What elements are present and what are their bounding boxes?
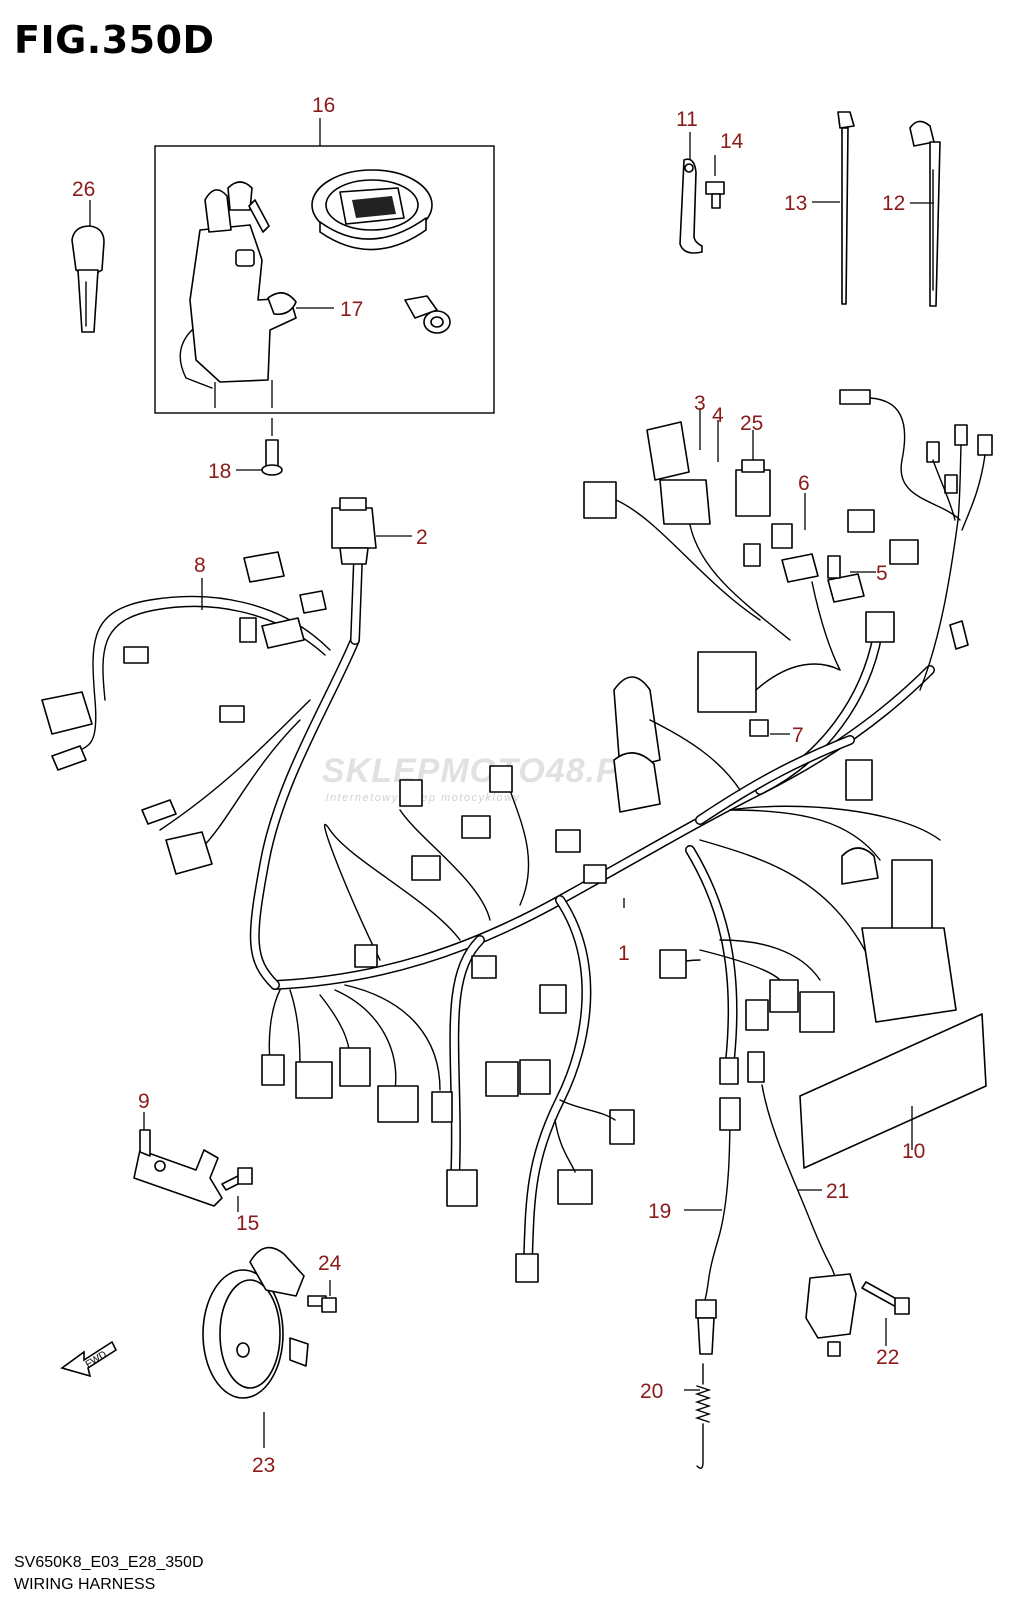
cable-tie-12-part[interactable] — [909, 120, 941, 307]
callout-24: 24 — [318, 1252, 342, 1275]
callout-21: 21 — [826, 1180, 849, 1203]
callout-7: 7 — [792, 724, 804, 747]
horn-23-part[interactable] — [202, 1246, 309, 1448]
lock-cylinder-part[interactable] — [404, 295, 451, 334]
bolt-18-part[interactable] — [261, 418, 283, 476]
figure-code: SV650K8_E03_E28_350D — [14, 1554, 204, 1571]
callout-4: 4 — [712, 404, 724, 427]
key-part[interactable] — [71, 225, 105, 333]
switch-21-part[interactable] — [761, 1084, 857, 1357]
callout-2: 2 — [416, 526, 428, 549]
callout-8: 8 — [194, 554, 206, 577]
clamp-11-part[interactable] — [679, 158, 703, 254]
ignition-switch-part[interactable] — [179, 181, 297, 408]
wiring-harness-part[interactable] — [249, 497, 935, 1265]
callout-9: 9 — [138, 1090, 150, 1113]
fuel-cap-part[interactable] — [311, 169, 433, 251]
callout-18: 18 — [208, 460, 231, 483]
sensor-19-part[interactable] — [695, 1097, 741, 1355]
lock-set-group-box — [154, 145, 495, 414]
center-connectors-part[interactable] — [323, 676, 741, 979]
right-lower-connectors-part[interactable] — [659, 805, 957, 1085]
leader-lines — [89, 118, 934, 1391]
callout-6: 6 — [798, 472, 810, 495]
callout-labels: 16 26 17 18 11 14 13 12 3 4 25 6 5 7 2 8… — [72, 94, 925, 1477]
callout-10: 10 — [902, 1140, 925, 1163]
callout-5: 5 — [876, 562, 888, 585]
bolt-15-part[interactable] — [221, 1167, 253, 1191]
callout-1: 1 — [618, 942, 630, 965]
callout-22: 22 — [876, 1346, 899, 1369]
callout-12: 12 — [882, 192, 905, 215]
cable-tie-13-part[interactable] — [837, 111, 855, 305]
callout-20: 20 — [640, 1380, 663, 1403]
bracket-9-part[interactable] — [133, 1129, 223, 1207]
callout-25: 25 — [740, 412, 763, 435]
callout-11: 11 — [676, 108, 698, 131]
callout-23: 23 — [252, 1454, 275, 1477]
figure-name: WIRING HARNESS — [14, 1576, 156, 1593]
watermark-brand: SKLEPMOTO48.PL — [322, 752, 642, 790]
callout-3: 3 — [694, 392, 706, 415]
callout-17: 17 — [340, 298, 363, 321]
callout-14: 14 — [720, 130, 744, 153]
bolt-24-part[interactable] — [307, 1295, 337, 1313]
sub-harness-8-part[interactable] — [41, 551, 331, 875]
callout-15: 15 — [236, 1212, 259, 1235]
upper-right-connectors-part[interactable] — [583, 389, 993, 801]
callout-16: 16 — [312, 94, 335, 117]
bolt-14-part[interactable] — [705, 155, 725, 209]
spring-20-part[interactable] — [694, 1363, 712, 1469]
figure-title: FIG.350D — [14, 18, 215, 62]
lower-left-connectors-part[interactable] — [261, 984, 635, 1283]
callout-19: 19 — [648, 1200, 671, 1223]
label-sheet-part[interactable] — [799, 1013, 987, 1169]
callout-26: 26 — [72, 178, 95, 201]
fwd-arrow-icon: FWD — [60, 1340, 118, 1378]
bolt-22-part[interactable] — [861, 1281, 910, 1315]
callout-13: 13 — [784, 192, 807, 215]
